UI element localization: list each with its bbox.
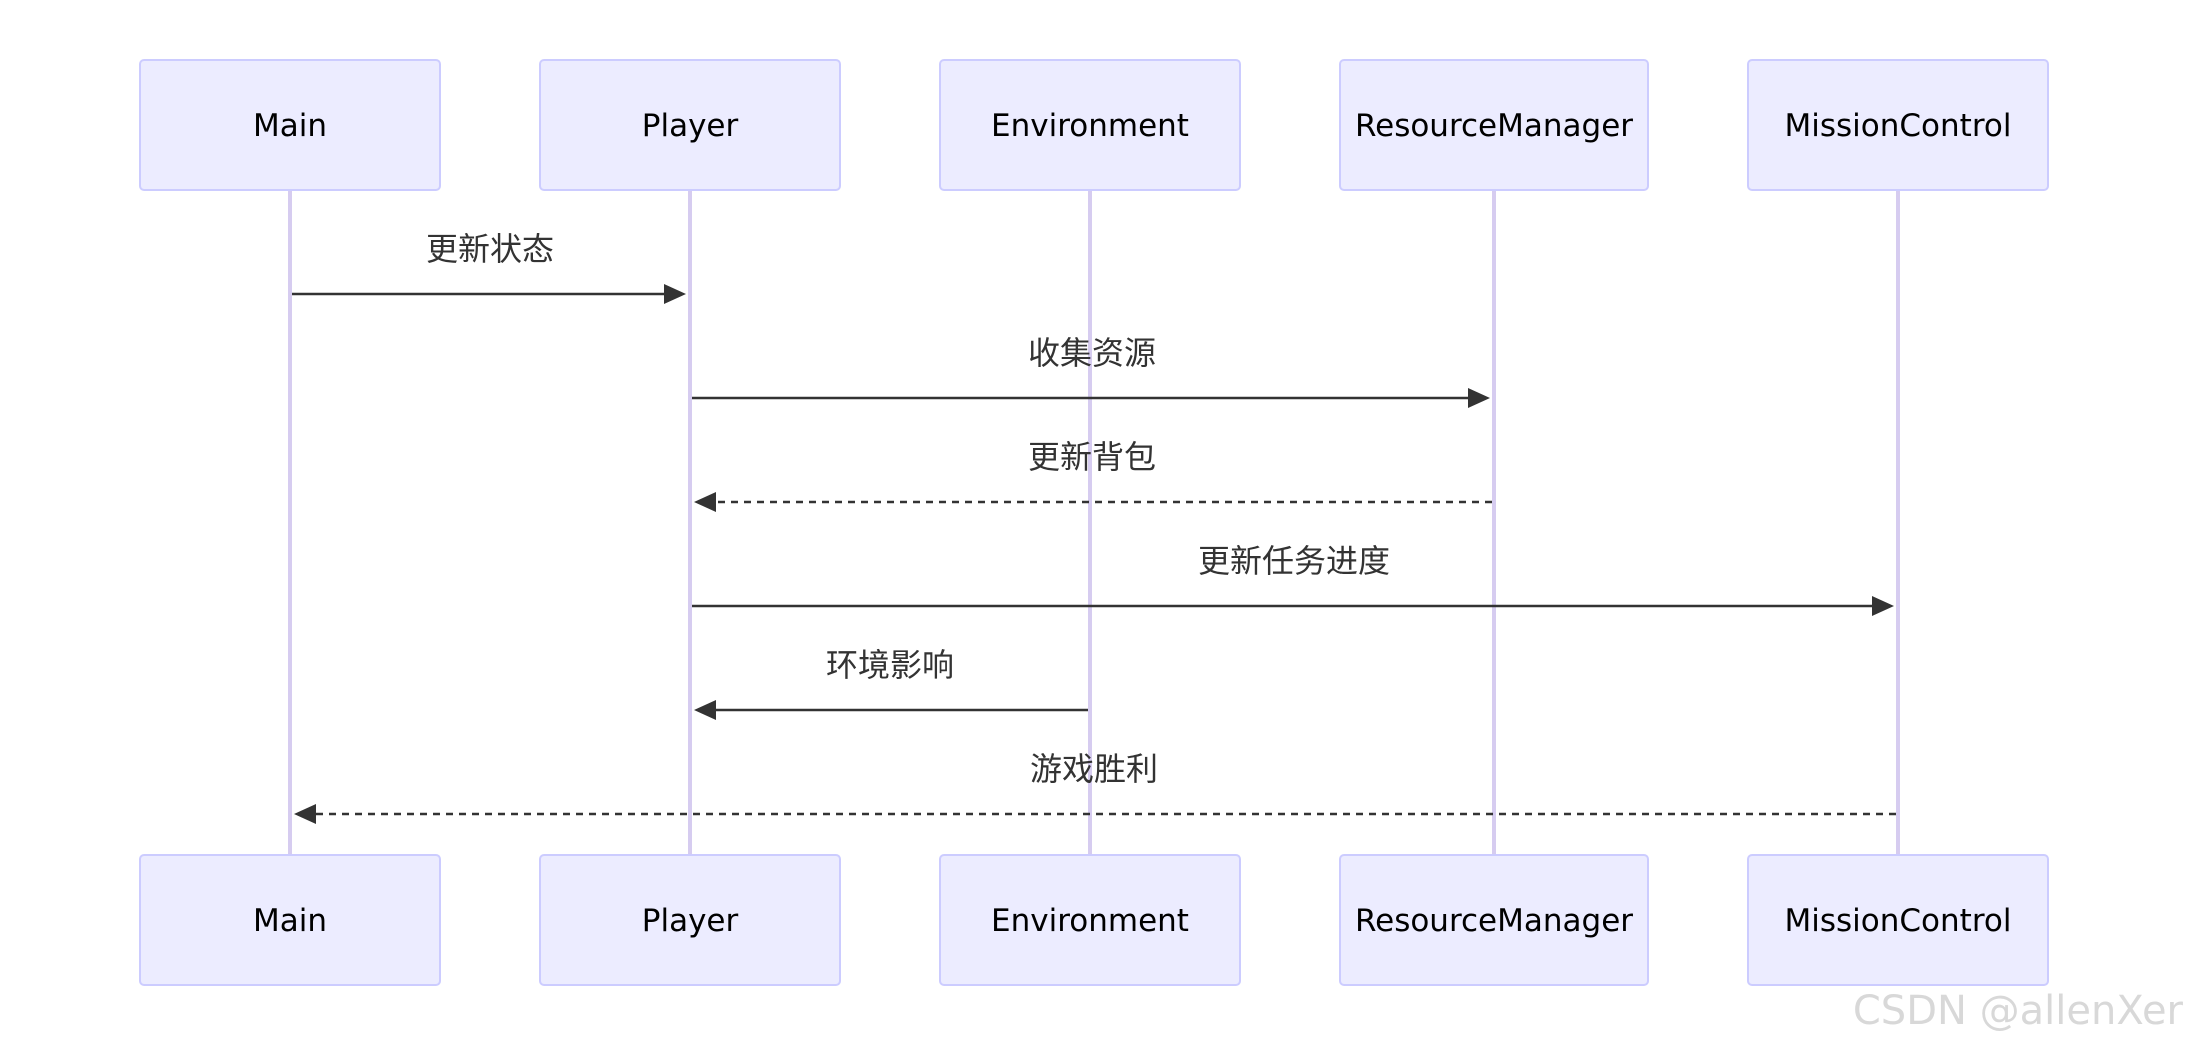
actor-player-top: Player: [539, 59, 841, 191]
arrowhead-icon: [1872, 596, 1894, 616]
actor-label: Main: [253, 903, 327, 939]
actor-box: [1339, 854, 1649, 986]
actor-label: ResourceManager: [1355, 108, 1633, 144]
message-2: 收集资源: [692, 334, 1490, 408]
message-6: 游戏胜利: [294, 750, 1896, 824]
arrowhead-icon: [694, 492, 716, 512]
message-label: 环境影响: [826, 646, 954, 684]
message-label: 收集资源: [1028, 334, 1156, 372]
actor-mission-bottom: MissionControl: [1747, 854, 2049, 986]
actor-box: [1747, 59, 2049, 191]
actor-mission-top: MissionControl: [1747, 59, 2049, 191]
arrowhead-icon: [1468, 388, 1490, 408]
message-1: 更新状态: [292, 230, 686, 304]
actor-box: [539, 854, 841, 986]
actor-box: [1747, 854, 2049, 986]
message-5: 环境影响: [694, 646, 1088, 720]
arrowhead-icon: [294, 804, 316, 824]
actor-label: ResourceManager: [1355, 903, 1633, 939]
actor-player-bottom: Player: [539, 854, 841, 986]
actor-label: Player: [642, 108, 739, 144]
actor-box: [1339, 59, 1649, 191]
actor-environment-top: Environment: [939, 59, 1241, 191]
actor-label: Environment: [991, 903, 1189, 939]
lifelines: [288, 190, 1900, 855]
arrowhead-icon: [694, 700, 716, 720]
message-4: 更新任务进度: [692, 542, 1894, 616]
message-label: 游戏胜利: [1030, 750, 1158, 788]
actor-resource-top: ResourceManager: [1339, 59, 1649, 191]
actor-main-top: Main: [139, 59, 441, 191]
actor-label: Main: [253, 108, 327, 144]
watermark: CSDN @allenXer: [1853, 988, 2184, 1034]
actor-resource-bottom: ResourceManager: [1339, 854, 1649, 986]
message-3: 更新背包: [694, 438, 1492, 512]
message-label: 更新任务进度: [1198, 542, 1390, 580]
actor-label: MissionControl: [1785, 108, 2012, 144]
actor-box: [539, 59, 841, 191]
actor-label: MissionControl: [1785, 903, 2012, 939]
arrowhead-icon: [664, 284, 686, 304]
actor-box: [939, 854, 1241, 986]
actor-environment-bottom: Environment: [939, 854, 1241, 986]
actor-main-bottom: Main: [139, 854, 441, 986]
actor-label: Environment: [991, 108, 1189, 144]
actors-bottom: Main Player Environment ResourceManager Miss…: [139, 854, 2049, 986]
message-label: 更新状态: [426, 230, 554, 268]
actor-box: [939, 59, 1241, 191]
actor-box: [139, 854, 441, 986]
actors-top: Main Player Environment ResourceManager Miss…: [139, 59, 2049, 191]
message-label: 更新背包: [1028, 438, 1156, 476]
actor-box: [139, 59, 441, 191]
actor-label: Player: [642, 903, 739, 939]
